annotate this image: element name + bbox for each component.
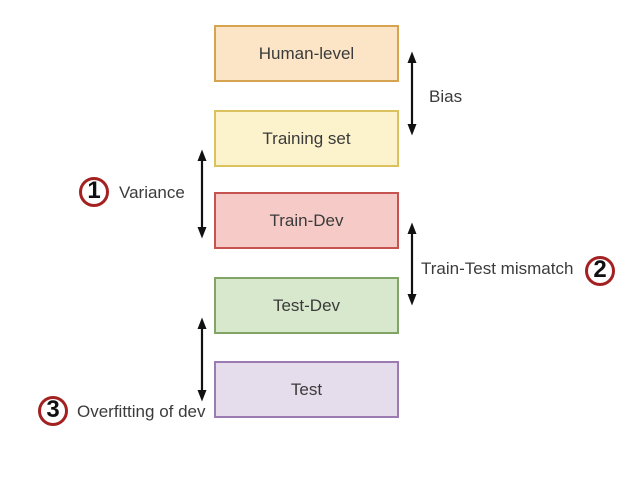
box-training-set-label: Training set [262, 128, 351, 148]
badge-circle-3: 3 [38, 396, 68, 426]
badge-number-3: 3 [46, 396, 60, 423]
badge-circle-2: 2 [585, 256, 615, 286]
box-training-set: Training set [214, 110, 399, 167]
badge-circle-1: 1 [79, 177, 109, 207]
box-test-dev-label: Test-Dev [272, 295, 341, 315]
badge-number-1: 1 [87, 177, 101, 204]
badge-number-2: 2 [593, 256, 607, 283]
box-test: Test [214, 361, 399, 418]
box-train-dev-label: Train-Dev [269, 210, 344, 230]
box-test-dev: Test-Dev [214, 277, 399, 334]
bias-double-arrow-icon [407, 51, 417, 136]
variance-double-arrow-icon [197, 149, 207, 239]
overfitting-double-arrow-icon [197, 317, 207, 402]
train-test-mismatch-label: Train-Test mismatch [421, 259, 574, 278]
box-test-label: Test [290, 379, 323, 399]
box-human-level: Human-level [214, 25, 399, 82]
variance-label: Variance [119, 183, 185, 202]
train-test-mismatch-double-arrow-icon [407, 222, 417, 306]
overfitting-of-dev-label: Overfitting of dev [77, 402, 206, 421]
box-train-dev: Train-Dev [214, 192, 399, 249]
box-human-level-label: Human-level [258, 43, 355, 63]
bias-label: Bias [429, 87, 463, 106]
